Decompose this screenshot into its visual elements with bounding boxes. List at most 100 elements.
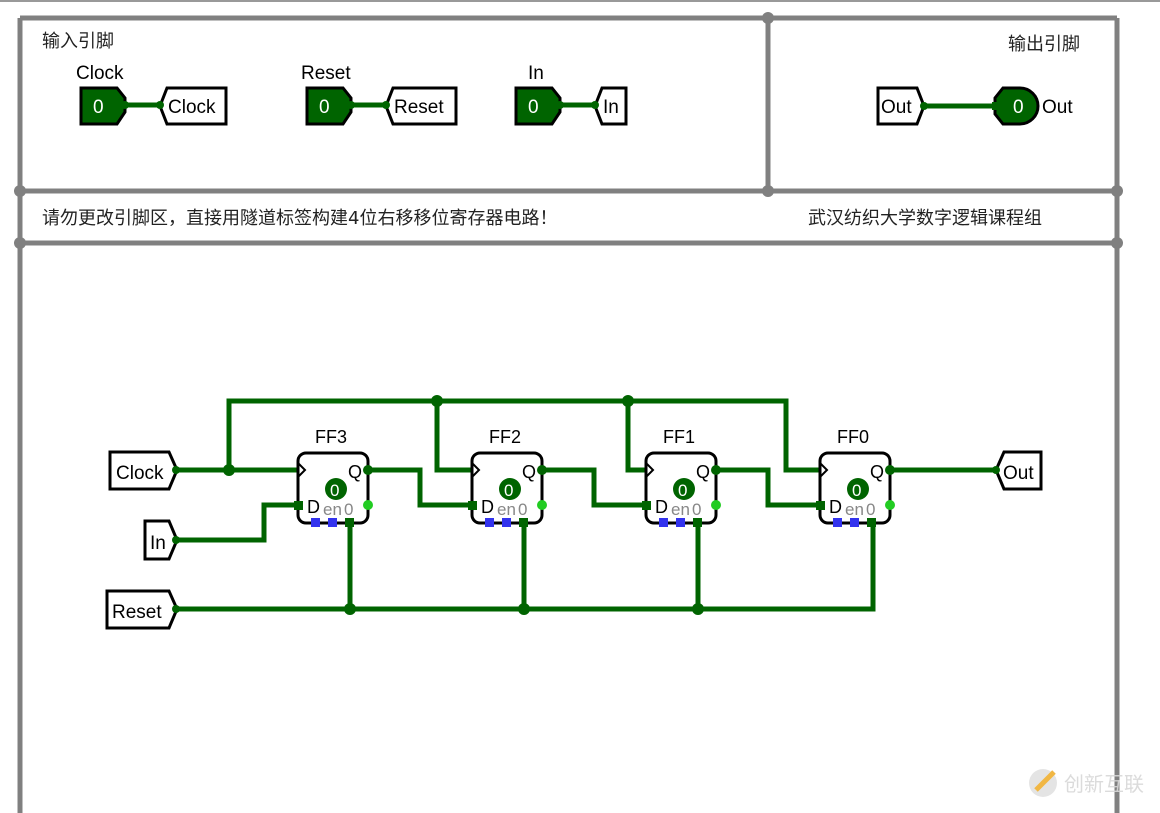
output-pin-out[interactable]: Out 0 Out [876, 86, 1073, 126]
state-value: 0 [330, 481, 339, 500]
pin-body[interactable] [305, 86, 353, 126]
clock-input-icon [297, 462, 307, 478]
d-port[interactable] [468, 501, 477, 510]
enable-port[interactable] [850, 518, 859, 527]
tunnel-label: Clock [116, 463, 164, 484]
pin-label: Out [1042, 97, 1073, 118]
d-port[interactable] [294, 501, 303, 510]
reset-value-label: 0 [344, 500, 353, 519]
credit-text: 武汉纺织大学数字逻辑课程组 [808, 208, 1042, 229]
input-pin-in[interactable]: In 0 In [514, 63, 628, 126]
pin-area-frame [17, 15, 1120, 813]
flipflop-label: FF2 [489, 427, 521, 447]
d-label: D [655, 497, 668, 517]
tunnel-label: Reset [112, 602, 162, 623]
en-label: en [323, 500, 342, 519]
state-value: 0 [678, 481, 687, 500]
d-label: D [307, 497, 320, 517]
tunnel-out[interactable] [876, 86, 926, 126]
state-indicator [673, 478, 695, 500]
reset-value-label: 0 [692, 500, 701, 519]
reset-value-label: 0 [866, 500, 875, 519]
tunnel-label: In [603, 97, 619, 118]
enable-port[interactable] [502, 518, 511, 527]
q-bar-port[interactable] [711, 500, 721, 510]
input-pins-title: 输入引脚 [42, 31, 114, 52]
state-value: 0 [504, 481, 513, 500]
pin-value: 0 [319, 97, 330, 118]
frame-joints [14, 12, 1123, 249]
watermark: 创新互联 [1029, 769, 1144, 797]
circuit-wires [176, 398, 996, 612]
preset-port[interactable] [659, 518, 668, 527]
tunnel-out-circuit[interactable]: Out [992, 450, 1043, 491]
preset-port[interactable] [833, 518, 842, 527]
reset-port[interactable] [693, 518, 702, 527]
q-bar-port[interactable] [363, 500, 373, 510]
q-port[interactable] [537, 465, 547, 475]
pin-value: 0 [1013, 97, 1024, 118]
q-label: Q [522, 462, 536, 482]
preset-port[interactable] [311, 518, 320, 527]
q-port[interactable] [711, 465, 721, 475]
pin-value: 0 [93, 97, 104, 118]
reset-port[interactable] [345, 518, 354, 527]
q-label: Q [696, 462, 710, 482]
pin-value: 0 [528, 97, 539, 118]
tunnel-label: Reset [394, 97, 444, 118]
output-pins-title: 输出引脚 [1008, 34, 1080, 55]
reset-port[interactable] [519, 518, 528, 527]
d-port[interactable] [642, 501, 651, 510]
en-label: en [671, 500, 690, 519]
reset-port[interactable] [867, 518, 876, 527]
pin-label: Reset [301, 63, 351, 84]
clock-input-icon [645, 462, 655, 478]
d-label: D [481, 497, 494, 517]
tunnel-in-circuit[interactable]: In [143, 519, 180, 561]
preset-port[interactable] [485, 518, 494, 527]
flipflop-label: FF1 [663, 427, 695, 447]
wire-junctions [223, 395, 704, 615]
pin-body[interactable] [79, 86, 127, 126]
pin-label: In [528, 63, 544, 84]
q-label: Q [348, 462, 362, 482]
flipflop-label: FF0 [837, 427, 869, 447]
clock-input-icon [819, 462, 829, 478]
flipflop-label: FF3 [315, 427, 347, 447]
tunnel-label: Clock [168, 97, 216, 118]
q-bar-port[interactable] [537, 500, 547, 510]
tunnel-label: Out [1003, 463, 1034, 484]
reset-value-label: 0 [518, 500, 527, 519]
state-indicator [325, 478, 347, 500]
state-value: 0 [852, 481, 861, 500]
q-port[interactable] [885, 465, 895, 475]
state-indicator [499, 478, 521, 500]
instruction-text: 请勿更改引脚区，直接用隧道标签构建4位右移移位寄存器电路！ [42, 208, 557, 229]
enable-port[interactable] [328, 518, 337, 527]
en-label: en [497, 500, 516, 519]
state-indicator [847, 478, 869, 500]
pin-body[interactable] [514, 86, 562, 126]
tunnel-label: In [150, 533, 166, 554]
q-label: Q [870, 462, 884, 482]
tunnel-reset-circuit[interactable]: Reset [105, 589, 180, 630]
input-pin-reset[interactable]: Reset 0 Reset [301, 63, 458, 126]
pin-label: Clock [76, 63, 124, 84]
d-port[interactable] [816, 501, 825, 510]
pin-body[interactable] [993, 86, 1040, 126]
en-label: en [845, 500, 864, 519]
enable-port[interactable] [676, 518, 685, 527]
watermark-text: 创新互联 [1064, 772, 1144, 796]
d-label: D [829, 497, 842, 517]
tunnel-clock-circuit[interactable]: Clock [108, 450, 180, 491]
tunnel-label: Out [881, 97, 912, 118]
clock-input-icon [471, 462, 481, 478]
q-bar-port[interactable] [885, 500, 895, 510]
q-port[interactable] [363, 465, 373, 475]
input-pin-clock[interactable]: Clock 0 Clock [76, 63, 228, 126]
